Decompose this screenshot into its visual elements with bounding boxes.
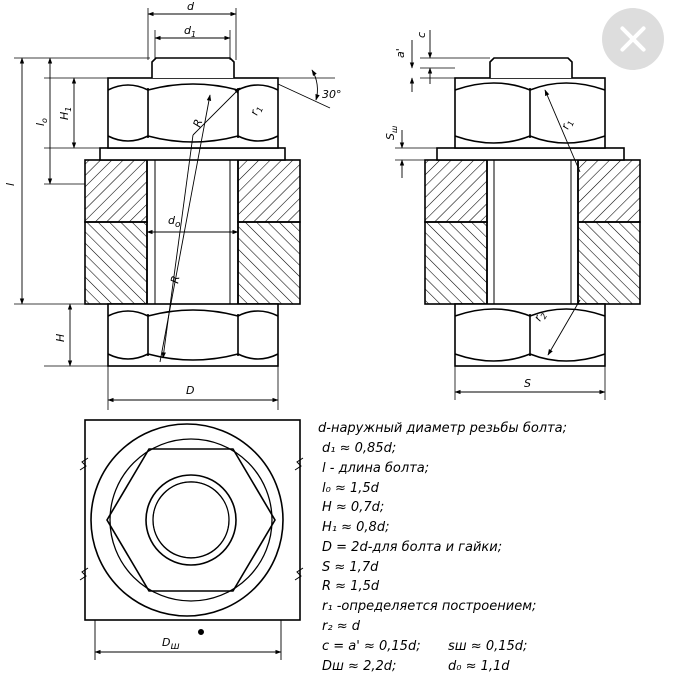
legend-line: d-наружный диаметр резьбы болта; <box>318 421 567 436</box>
legend-line: r₂ ≈ d <box>322 619 361 634</box>
label-h: H <box>54 334 67 342</box>
right-dimension-labels: a' c Sш r1 r2 S <box>384 32 576 390</box>
legend-line: sш ≈ 0,15d; <box>448 639 527 654</box>
legend-line: d₀ ≈ 1,1d <box>448 659 510 674</box>
bolt-end <box>151 57 235 78</box>
legend-line: H₁ ≈ 0,8d; <box>322 520 389 535</box>
right-bolt-end <box>489 57 573 78</box>
left-dimension-labels: d d1 l lo H1 H R R r1 do D 30° <box>4 0 342 397</box>
right-upper-plate-section <box>424 159 641 223</box>
formula-legend: d-наружный диаметр резьбы болта; d₁ ≈ 0,… <box>318 421 567 674</box>
label-big-d: D <box>186 384 194 397</box>
label-d-w: Dш <box>162 636 180 652</box>
chamfer-circle <box>109 438 273 602</box>
right-dimension-lines <box>399 30 606 395</box>
label-d1: d1 <box>184 24 196 39</box>
washer-circle <box>90 423 284 617</box>
dimension-lines <box>19 11 320 403</box>
label-d0: do <box>168 214 181 230</box>
label-r-top: R <box>191 117 206 129</box>
lower-plate-section <box>84 221 301 305</box>
label-r-low: R <box>168 274 182 284</box>
plate-break-marks <box>79 457 304 581</box>
dimension-dot <box>198 629 204 635</box>
label-l: l <box>4 183 17 186</box>
washer <box>99 147 286 161</box>
top-view <box>79 419 304 660</box>
legend-line: d₁ ≈ 0,85d; <box>322 441 396 456</box>
left-front-view <box>14 8 335 410</box>
legend-line: H ≈ 0,7d; <box>322 500 384 515</box>
upper-plate-section <box>84 159 301 223</box>
label-s: S <box>524 377 531 390</box>
nut-side <box>454 77 606 149</box>
legend-line: S ≈ 1,7d <box>322 560 379 575</box>
label-a-prime: a' <box>394 48 407 58</box>
right-bolt-shank <box>486 160 579 304</box>
label-h1: H1 <box>58 107 73 120</box>
nut-hexagon <box>106 448 276 592</box>
legend-line: r₁ -определяется построением; <box>322 599 536 614</box>
legend-line: l - длина болта; <box>322 461 429 476</box>
label-angle: 30° <box>322 88 342 101</box>
right-lower-plate-section <box>424 221 641 305</box>
bolt-head-front <box>107 303 279 367</box>
extension-lines <box>14 8 335 410</box>
bolt-outer-circle <box>145 474 237 566</box>
label-c: c <box>415 32 428 38</box>
label-s-w: Sш <box>384 125 399 140</box>
label-l0: lo <box>34 118 49 126</box>
legend-line: R ≈ 1,5d <box>322 579 380 594</box>
thread-arc <box>152 481 230 559</box>
plate-outline <box>84 419 301 621</box>
top-dimension <box>94 620 282 660</box>
label-r1-left: r1 <box>248 104 265 118</box>
legend-line: D = 2d-для болта и гайки; <box>322 540 502 555</box>
legend-line: l₀ ≈ 1,5d <box>322 481 380 496</box>
legend-line: c = a' ≈ 0,15d; <box>322 639 421 654</box>
bolt-head-side <box>454 303 606 367</box>
legend-line: Dш ≈ 2,2d; <box>322 659 396 674</box>
label-d: d <box>187 0 195 13</box>
right-washer <box>436 147 625 161</box>
label-r1-right: r1 <box>559 118 576 132</box>
label-r2: r2 <box>531 309 549 325</box>
close-button[interactable] <box>602 8 664 70</box>
right-side-view <box>395 30 641 400</box>
